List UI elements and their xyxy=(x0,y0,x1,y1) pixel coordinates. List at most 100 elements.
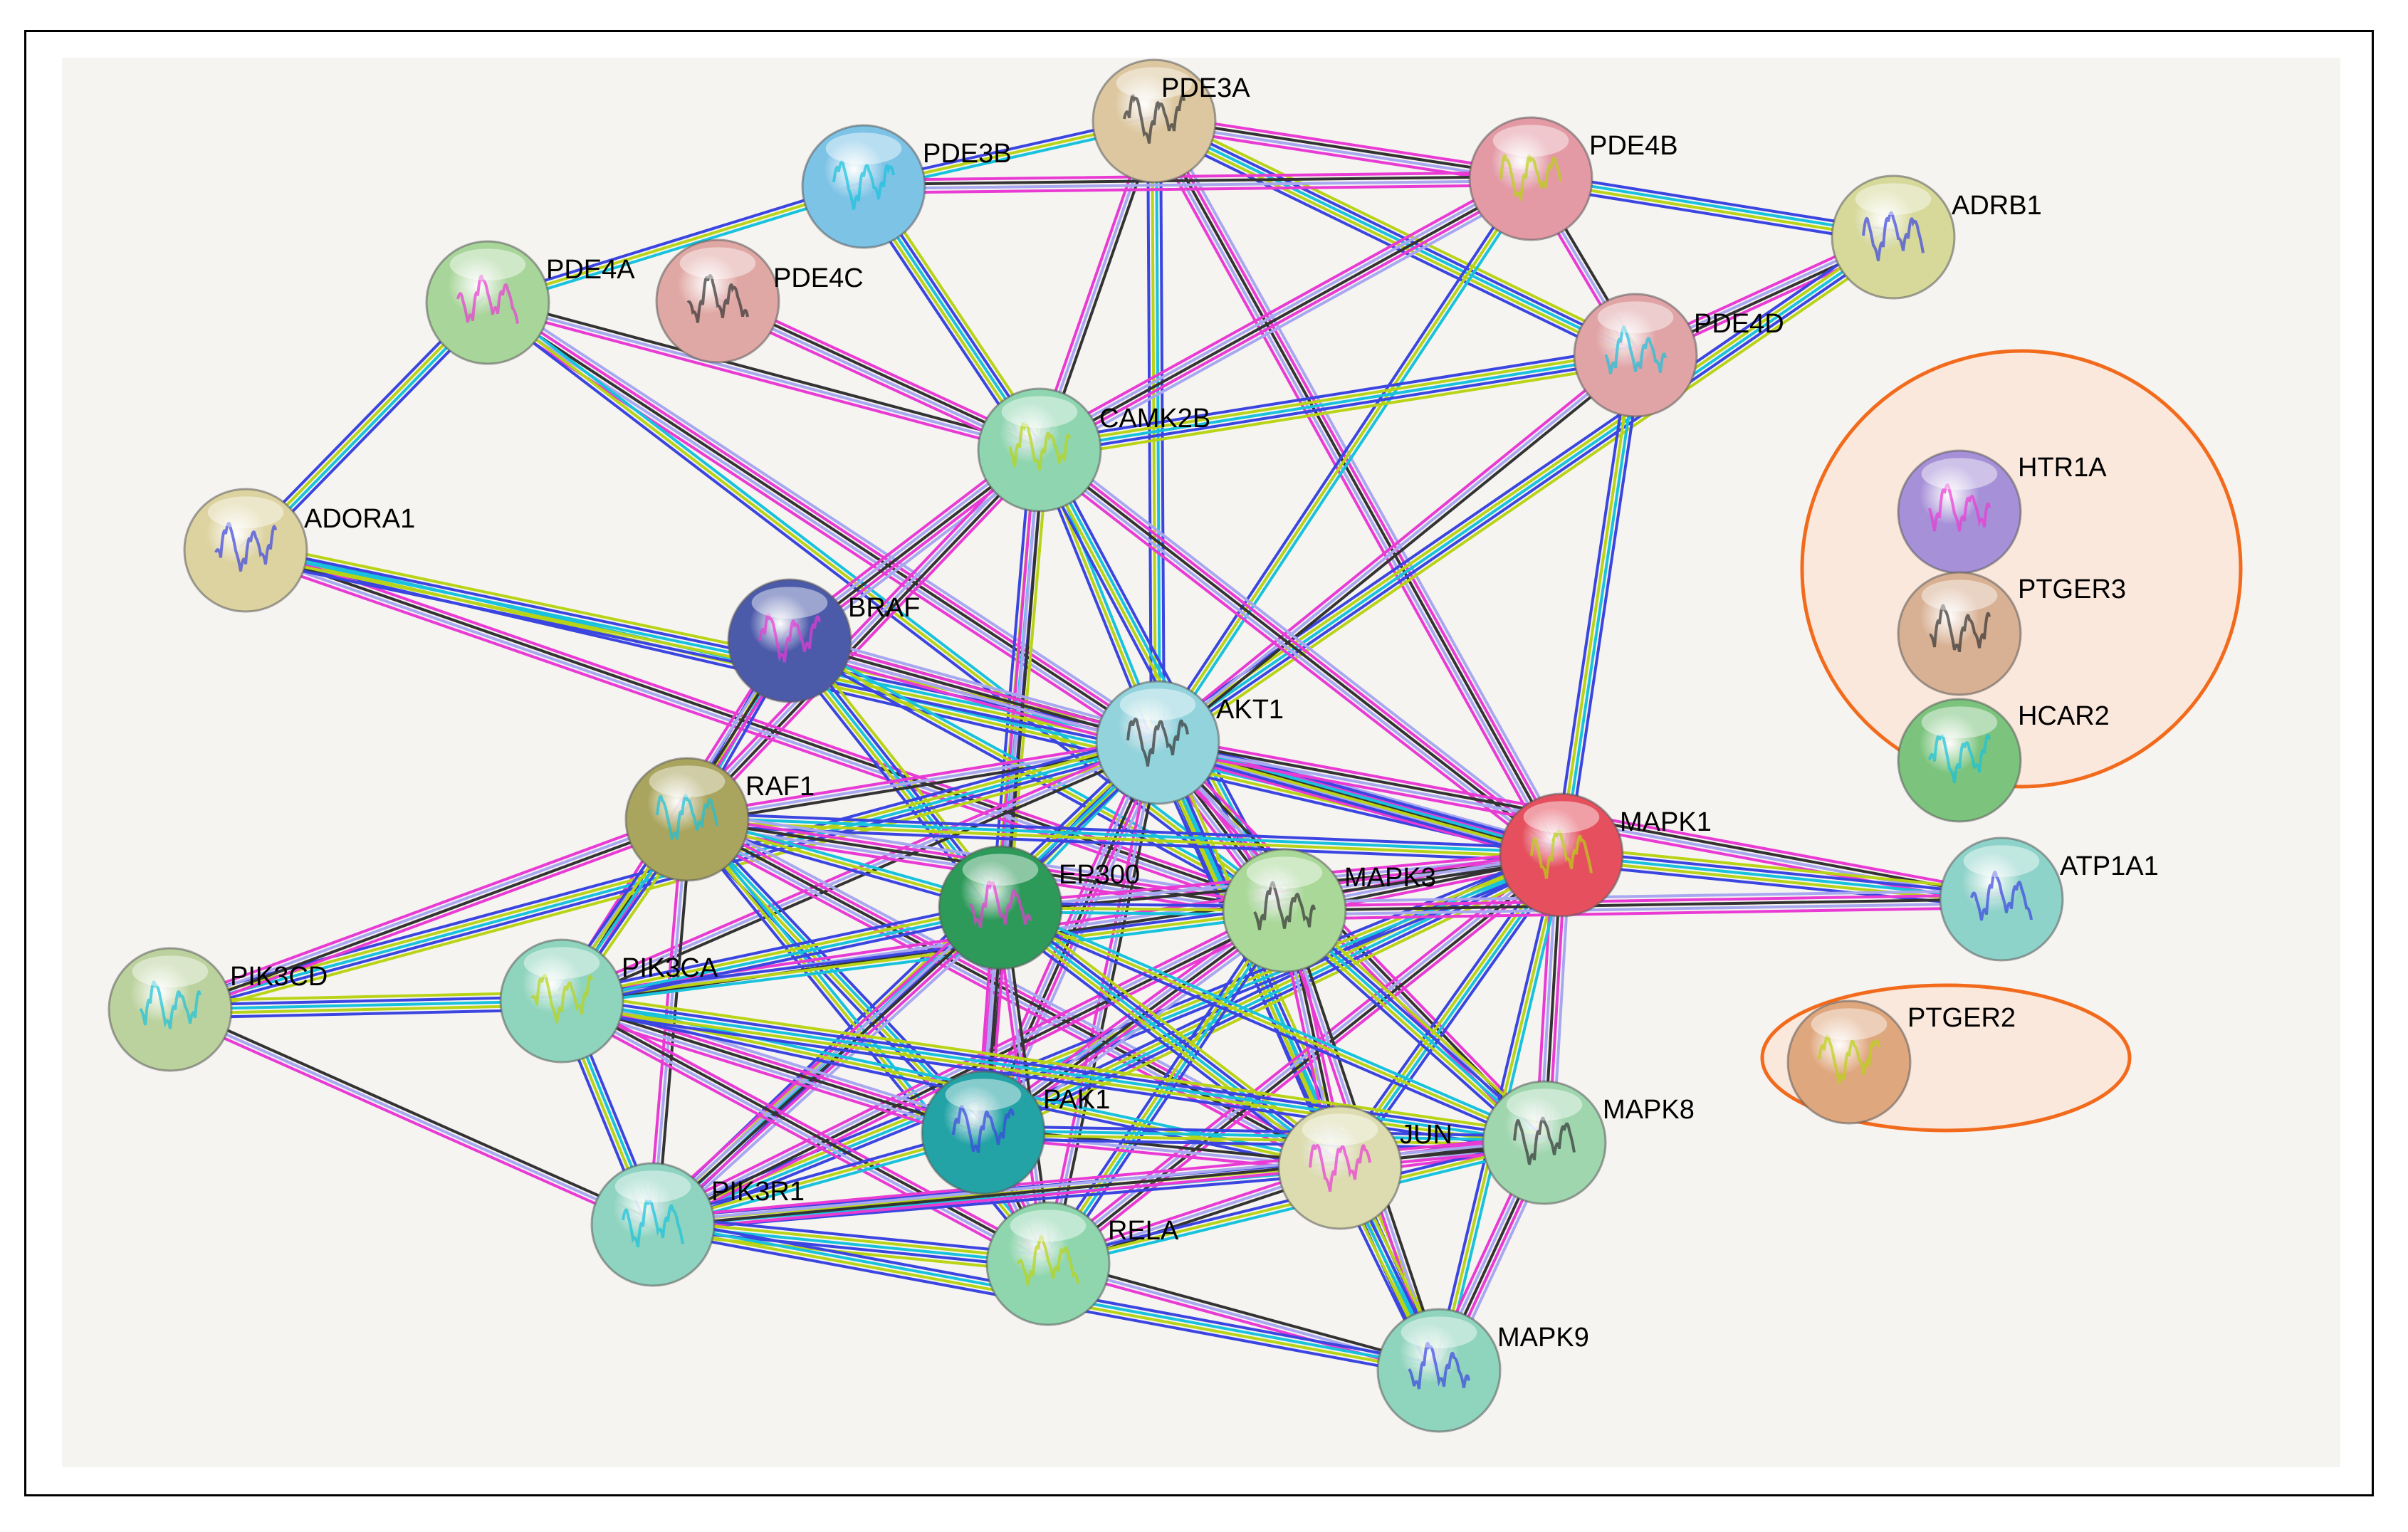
node-camk2b-bubble[interactable] xyxy=(977,387,1102,513)
node-mapk9[interactable]: MAPK9 xyxy=(1376,1308,1589,1433)
node-highlight xyxy=(1246,856,1323,889)
node-pde4b-bubble[interactable] xyxy=(1468,116,1593,241)
node-pde4c[interactable]: PDE4C xyxy=(655,238,864,364)
edge-ep300-pik3r1 xyxy=(645,900,1008,1232)
node-ptger2-label: PTGER2 xyxy=(1907,1003,2016,1033)
node-highlight xyxy=(207,496,284,529)
node-adrb1-label: ADRB1 xyxy=(1952,191,2042,221)
node-highlight xyxy=(1855,183,1932,216)
protein-structure-icon xyxy=(1513,1116,1576,1165)
node-highlight xyxy=(751,587,828,619)
node-pak1-bubble[interactable] xyxy=(921,1070,1046,1195)
edge-ep300-mapk8 xyxy=(997,902,1548,1148)
node-pak1[interactable]: PAK1 xyxy=(921,1070,1110,1195)
node-pik3cd-bubble[interactable] xyxy=(108,947,233,1072)
node-atp1a1[interactable]: ATP1A1 xyxy=(1939,836,2159,962)
node-camk2b[interactable]: CAMK2B xyxy=(977,387,1210,513)
node-ptger3-bubble[interactable] xyxy=(1897,571,2022,696)
edge-pde3b-pde4a xyxy=(485,181,867,308)
node-braf[interactable]: BRAF xyxy=(727,578,920,703)
edge-ep300-jun xyxy=(993,899,1347,1176)
node-mapk9-bubble[interactable] xyxy=(1376,1308,1502,1433)
protein-structure-icon xyxy=(622,1200,684,1248)
protein-structure-icon xyxy=(1862,211,1925,261)
cluster-outline-htr1a-ptger3-hcar2 xyxy=(1800,349,2243,789)
node-raf1[interactable]: RAF1 xyxy=(624,757,815,882)
node-pde4c-label: PDE4C xyxy=(773,263,864,293)
node-hcar2-label: HCAR2 xyxy=(2018,701,2110,731)
node-ep300[interactable]: EP300 xyxy=(938,845,1140,970)
protein-structure-icon xyxy=(1408,1341,1470,1390)
node-highlight xyxy=(449,248,526,281)
node-pde3b-bubble[interactable] xyxy=(801,124,926,249)
node-pde3b[interactable]: PDE3B xyxy=(801,124,1012,249)
node-jun-bubble[interactable] xyxy=(1277,1105,1403,1230)
node-pde4b[interactable]: PDE4B xyxy=(1468,116,1678,241)
node-pde4d[interactable]: PDE4D xyxy=(1573,293,1784,418)
edge-camk2b-raf1 xyxy=(681,444,1046,826)
protein-structure-icon xyxy=(686,274,749,323)
protein-structure-icon xyxy=(952,1105,1015,1153)
node-pik3r1[interactable]: PIK3R1 xyxy=(590,1162,805,1287)
node-pik3r1-bubble[interactable] xyxy=(590,1162,716,1287)
protein-structure-icon xyxy=(656,794,718,840)
node-jun[interactable]: JUN xyxy=(1277,1105,1452,1230)
protein-structure-icon xyxy=(1970,871,2033,921)
protein-structure-icon xyxy=(139,980,201,1029)
node-htr1a[interactable]: HTR1A xyxy=(1897,449,2107,574)
node-highlight xyxy=(1921,706,1998,739)
node-pde4a[interactable]: PDE4A xyxy=(425,240,635,365)
node-ptger2-bubble[interactable] xyxy=(1786,1000,1912,1125)
node-raf1-bubble[interactable] xyxy=(624,757,750,882)
node-pik3cd[interactable]: PIK3CD xyxy=(108,947,328,1072)
edge-pik3cd-pik3r1 xyxy=(167,1004,656,1230)
protein-structure-icon xyxy=(832,160,895,210)
protein-structure-icon xyxy=(1929,604,1991,652)
node-rela-label: RELA xyxy=(1108,1216,1179,1246)
edge-pde3a-mapk1 xyxy=(1145,115,1571,861)
node-hcar2[interactable]: HCAR2 xyxy=(1897,698,2110,823)
node-adrb1-bubble[interactable] xyxy=(1831,174,1956,300)
protein-structure-icon xyxy=(1126,718,1189,767)
node-highlight xyxy=(1119,688,1196,721)
node-mapk1[interactable]: MAPK1 xyxy=(1499,792,1712,918)
node-mapk3-bubble[interactable] xyxy=(1222,848,1347,973)
edge-camk2b-mapk1 xyxy=(1032,441,1569,864)
node-pde4d-bubble[interactable] xyxy=(1573,293,1698,418)
node-raf1-label: RAF1 xyxy=(745,772,815,802)
edge-akt1-mapk1 xyxy=(1154,735,1565,863)
edge-ep300-pik3ca xyxy=(559,900,1003,1009)
node-ptger3[interactable]: PTGER3 xyxy=(1897,571,2126,696)
protein-structure-icon xyxy=(214,522,277,572)
node-adrb1[interactable]: ADRB1 xyxy=(1831,174,2042,300)
node-adora1[interactable]: ADORA1 xyxy=(183,488,415,613)
node-highlight xyxy=(1401,1316,1477,1349)
edge-pde3b-pde4b xyxy=(862,171,1533,194)
node-ptger2[interactable]: PTGER2 xyxy=(1786,1000,2016,1125)
node-pde4a-label: PDE4A xyxy=(546,255,635,285)
node-highlight xyxy=(1001,396,1078,429)
node-mapk3[interactable]: MAPK3 xyxy=(1222,848,1436,973)
node-highlight xyxy=(132,955,209,988)
edge-mapk3-atp1a1 xyxy=(1282,889,2004,920)
protein-structure-icon xyxy=(1928,483,1991,532)
node-atp1a1-bubble[interactable] xyxy=(1939,836,2064,962)
node-rela[interactable]: RELA xyxy=(985,1201,1179,1326)
node-ep300-label: EP300 xyxy=(1059,860,1140,890)
node-akt1[interactable]: AKT1 xyxy=(1095,680,1284,805)
node-jun-label: JUN xyxy=(1400,1120,1452,1150)
node-mapk8[interactable]: MAPK8 xyxy=(1482,1080,1695,1205)
node-highlight xyxy=(1116,67,1193,100)
edge-pde4b-camk2b xyxy=(1034,169,1537,459)
node-mapk1-bubble[interactable] xyxy=(1499,792,1624,918)
node-highlight xyxy=(1597,301,1674,334)
node-pde4a-bubble[interactable] xyxy=(425,240,550,365)
node-pik3ca[interactable]: PIK3CA xyxy=(499,938,718,1064)
node-pde3a[interactable]: PDE3A xyxy=(1092,58,1250,184)
node-mapk8-bubble[interactable] xyxy=(1482,1080,1607,1205)
node-htr1a-label: HTR1A xyxy=(2018,453,2107,483)
node-akt1-bubble[interactable] xyxy=(1095,680,1220,805)
node-mapk1-label: MAPK1 xyxy=(1620,807,1712,837)
node-atp1a1-label: ATP1A1 xyxy=(2060,851,2159,881)
